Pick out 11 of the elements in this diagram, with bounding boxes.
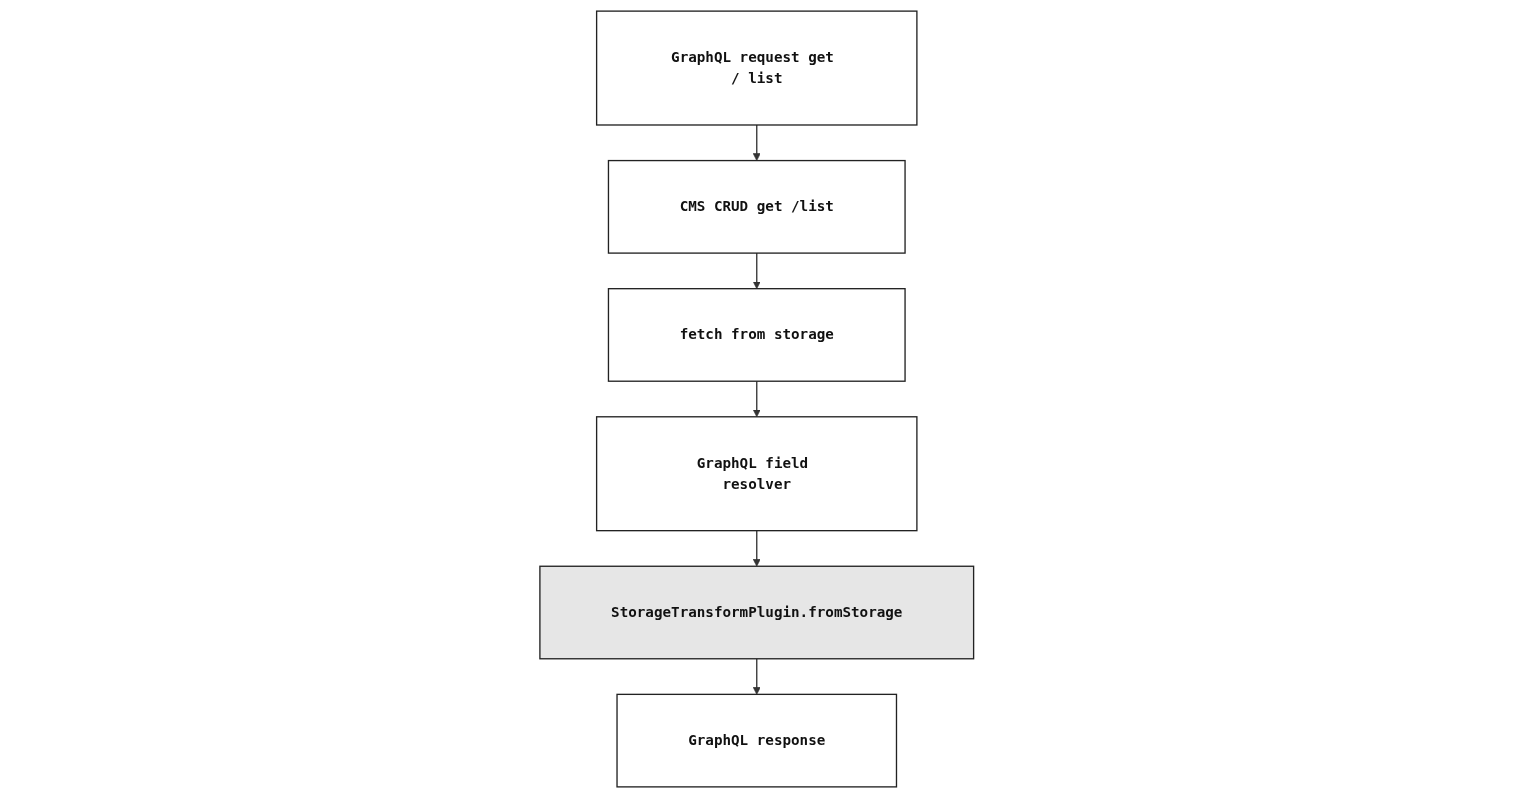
node-box: GraphQL field resolver xyxy=(595,416,918,532)
node-box: GraphQL response xyxy=(616,693,897,788)
arrow xyxy=(752,124,761,161)
node-box: CMS CRUD get /list xyxy=(607,159,906,254)
node-box: StorageTransformPlugin.fromStorage xyxy=(538,565,974,660)
node-box: GraphQL request get / list xyxy=(595,10,918,126)
arrow xyxy=(752,530,761,567)
arrow xyxy=(752,380,761,418)
arrow xyxy=(752,658,761,695)
arrow xyxy=(752,252,761,290)
node-box: fetch from storage xyxy=(607,288,906,382)
